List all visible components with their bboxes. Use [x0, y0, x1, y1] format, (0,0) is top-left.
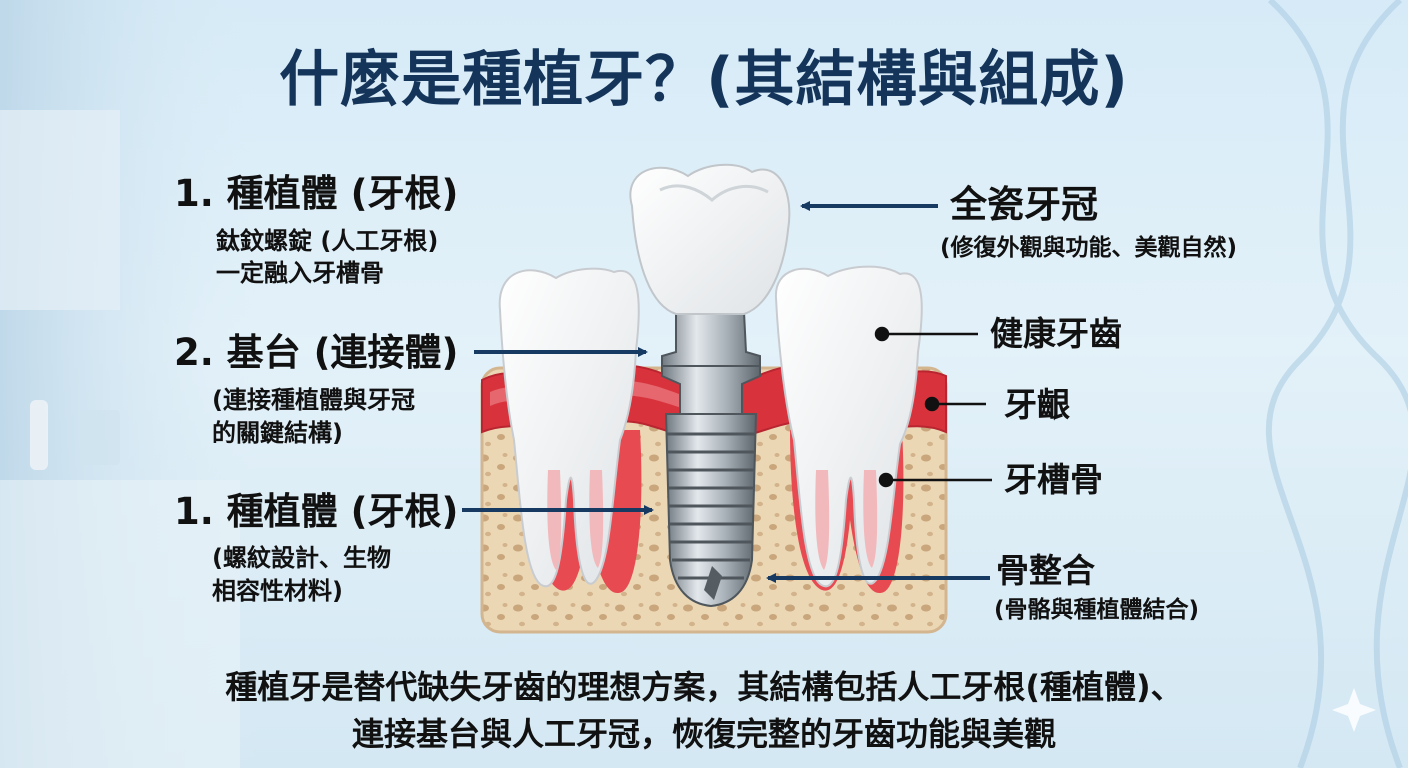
label-fixture-line-1b: 一定融入牙槽骨 [216, 258, 384, 288]
label-gum: 牙齦 [1004, 384, 1070, 425]
label-abutment-heading: 2. 基台 (連接體) [174, 330, 458, 376]
label-fixture-line-2b: 相容性材料) [212, 576, 343, 606]
summary-line-1: 種植牙是替代缺失牙齒的理想方案，其結構包括人工牙根(種植體)、 [0, 664, 1408, 711]
label-crown-line: (修復外觀與功能、美觀自然) [940, 234, 1237, 263]
label-fixture-heading-2: 1. 種植體 (牙根) [174, 489, 458, 535]
label-alveolar-bone: 牙槽骨 [1004, 459, 1103, 500]
label-osseointegration-line: (骨骼與種植體結合) [994, 596, 1199, 625]
label-fixture-heading-1: 1. 種植體 (牙根) [174, 171, 458, 217]
label-fixture-line-1a: 鈦鈫螺錠 (人工牙根) [216, 226, 438, 256]
summary-line-2: 連接基台與人工牙冠，恢復完整的牙齒功能與美觀 [0, 711, 1408, 758]
implant-fixture [666, 414, 756, 606]
label-abutment-line-b: 的關鍵結構) [212, 418, 343, 448]
label-osseointegration-heading: 骨整合 [996, 550, 1095, 591]
label-crown-heading: 全瓷牙冠 [950, 182, 1098, 228]
summary-text: 種植牙是替代缺失牙齒的理想方案，其結構包括人工牙根(種植體)、 連接基台與人工牙… [0, 664, 1408, 758]
label-fixture-line-2a: (螺紋設計、生物 [212, 543, 391, 573]
ceramic-crown [630, 165, 789, 314]
label-abutment-line-a: (連接種植體與牙冠 [212, 385, 415, 415]
label-healthy-tooth: 健康牙齒 [990, 313, 1122, 354]
